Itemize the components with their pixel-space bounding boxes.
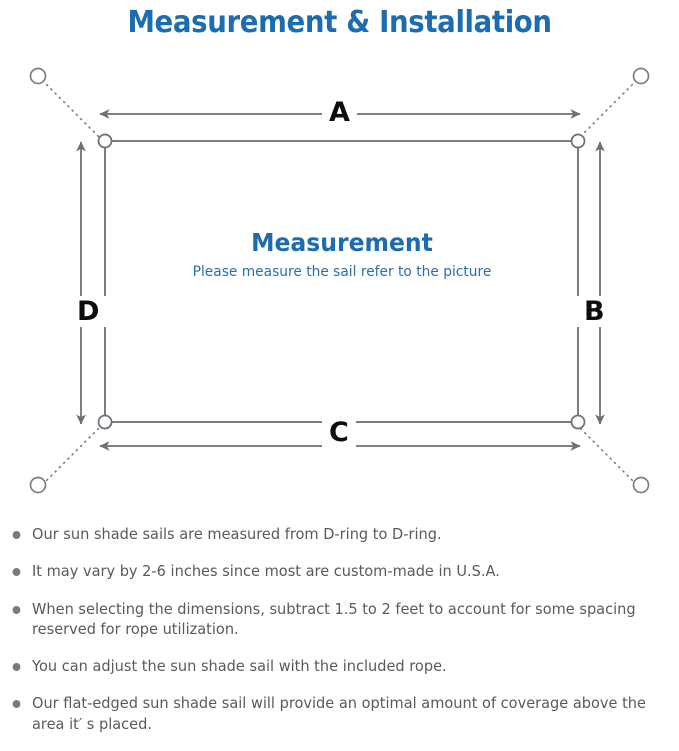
d-ring-fold-top-left: [104, 133, 113, 142]
d-ring-fold-top-right: [570, 133, 579, 142]
page-title: Measurement & Installation: [127, 4, 552, 40]
list-item: Our sun shade sails are measured from D-…: [0, 524, 659, 544]
rope-lines: [41, 79, 638, 486]
d-ring-fold-bottom-left: [104, 421, 113, 430]
dimension-label-c: C: [322, 417, 356, 448]
diagram-center-title: Measurement: [251, 228, 433, 257]
bullet-icon: [12, 700, 21, 709]
page-header: Measurement & Installation: [0, 0, 679, 44]
dimension-label-d: D: [70, 296, 107, 327]
note-text: When selecting the dimensions, subtract …: [32, 599, 636, 638]
d-rings: [97, 133, 586, 430]
list-item: When selecting the dimensions, subtract …: [0, 599, 659, 640]
rope-line-bottom-left: [41, 422, 105, 486]
d-ring-folds: [104, 133, 579, 430]
anchor-point-bottom-left: [29, 476, 47, 494]
rope-line-top-left: [41, 79, 105, 143]
rope-line-bottom-right: [574, 422, 638, 486]
dimension-label-b: B: [577, 296, 612, 327]
anchor-point-bottom-right: [632, 476, 650, 494]
notes-list: Our sun shade sails are measured from D-…: [0, 524, 679, 751]
bullet-icon: [12, 605, 21, 614]
diagram-svg: [29, 67, 650, 494]
sail-rectangle: [104, 140, 579, 423]
list-item: You can adjust the sun shade sail with t…: [0, 656, 659, 676]
list-item: It may vary by 2-6 inches since most are…: [0, 561, 659, 581]
bullet-icon: [12, 568, 21, 577]
dimension-label-a: A: [322, 97, 357, 128]
note-text: Our sun shade sails are measured from D-…: [32, 525, 442, 543]
note-text: Our flat-edged sun shade sail will provi…: [32, 694, 646, 733]
d-ring-fold-bottom-right: [570, 421, 579, 430]
anchor-point-top-left: [29, 67, 47, 85]
anchor-points: [29, 67, 650, 494]
note-text: You can adjust the sun shade sail with t…: [32, 657, 447, 675]
rope-line-top-right: [574, 79, 638, 143]
note-text: It may vary by 2-6 inches since most are…: [32, 562, 500, 581]
list-item: Our flat-edged sun shade sail will provi…: [0, 693, 659, 734]
measurement-diagram: A B C D Measurement Please measure the s…: [0, 44, 679, 520]
diagram-center-caption: Measurement Please measure the sail refe…: [105, 229, 579, 281]
bullet-icon: [12, 663, 21, 671]
diagram-center-subtitle: Please measure the sail refer to the pic…: [192, 263, 492, 280]
bullet-icon: [12, 531, 21, 539]
anchor-point-top-right: [632, 67, 650, 85]
